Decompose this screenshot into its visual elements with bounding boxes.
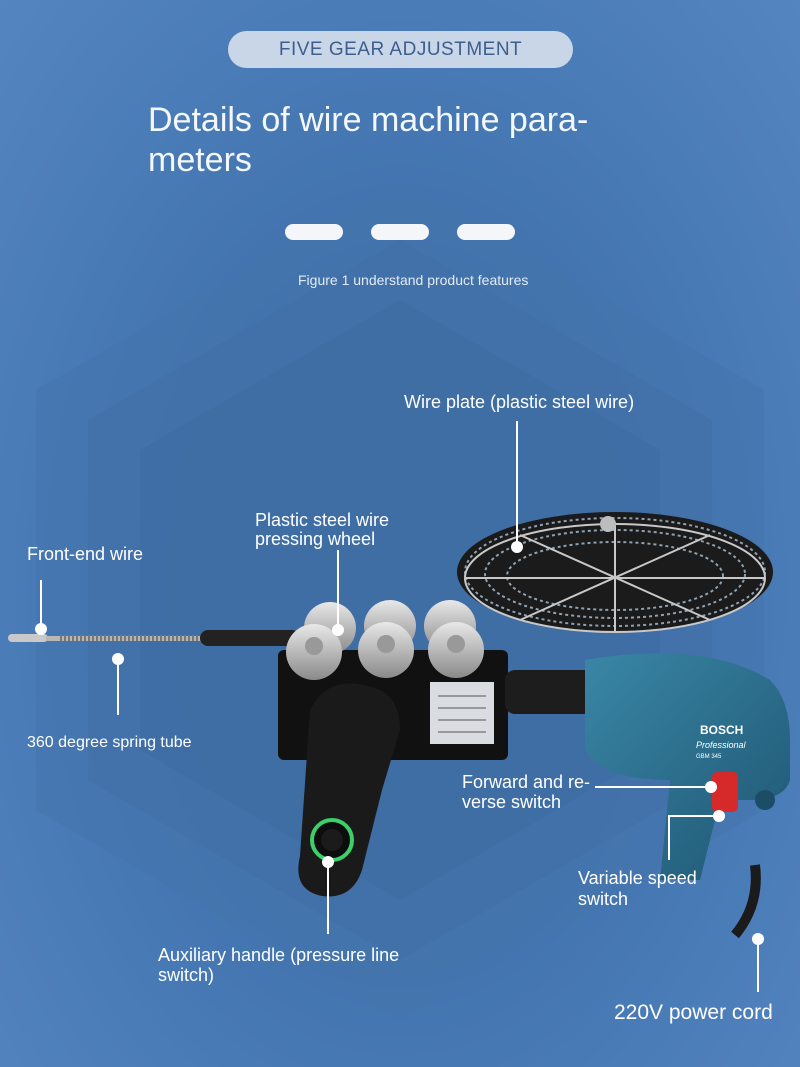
leader-line	[337, 550, 339, 628]
label-aux-handle: Auxiliary handle (pressure line switch)	[158, 945, 400, 985]
five-gear-badge: FIVE GEAR ADJUSTMENT	[228, 31, 573, 68]
label-wire-plate: Wire plate (plastic steel wire)	[404, 392, 635, 412]
callout-dot	[112, 653, 124, 665]
label-forward-reverse: Forward and re- verse switch	[462, 772, 591, 812]
leader-line	[516, 421, 518, 546]
background-hexagons	[36, 180, 764, 1020]
label-pressing-wheel: Plastic steel wire pressing wheel	[255, 510, 390, 549]
leader-line	[327, 862, 329, 934]
leader-line	[757, 940, 759, 992]
page-title: Details of wire machine para- meters	[148, 101, 589, 179]
wire-plate	[457, 512, 773, 633]
leader-line	[117, 660, 119, 715]
callout-dot	[332, 624, 344, 636]
wire-machine-illustration: BOSCH Professional GBM 345	[8, 512, 790, 939]
leader-line	[668, 815, 716, 817]
figure-caption: Figure 1 understand product features	[298, 272, 529, 288]
callout-dot	[752, 933, 764, 945]
divider-dash	[285, 224, 343, 240]
front-end-wire	[8, 630, 300, 646]
label-spring-tube: 360 degree spring tube	[27, 734, 192, 751]
drill-line: Professional	[696, 740, 747, 750]
drill: BOSCH Professional GBM 345	[505, 653, 790, 939]
callout-dot	[705, 781, 717, 793]
divider-dash	[457, 224, 515, 240]
label-variable-speed: Variable speed switch	[578, 868, 697, 909]
callout-dot	[35, 623, 47, 635]
label-power-cord: 220V power cord	[614, 1001, 773, 1024]
drill-model: GBM 345	[696, 754, 722, 760]
leader-line	[40, 580, 42, 628]
divider-dash	[371, 224, 429, 240]
label-front-end-wire: Front-end wire	[27, 544, 144, 564]
callout-dot	[713, 810, 725, 822]
drill-brand: BOSCH	[700, 723, 743, 737]
leader-line	[668, 815, 670, 860]
leader-line	[595, 786, 710, 788]
callout-dot	[511, 541, 523, 553]
auxiliary-handle	[298, 683, 400, 897]
pressing-wheels	[286, 600, 484, 680]
